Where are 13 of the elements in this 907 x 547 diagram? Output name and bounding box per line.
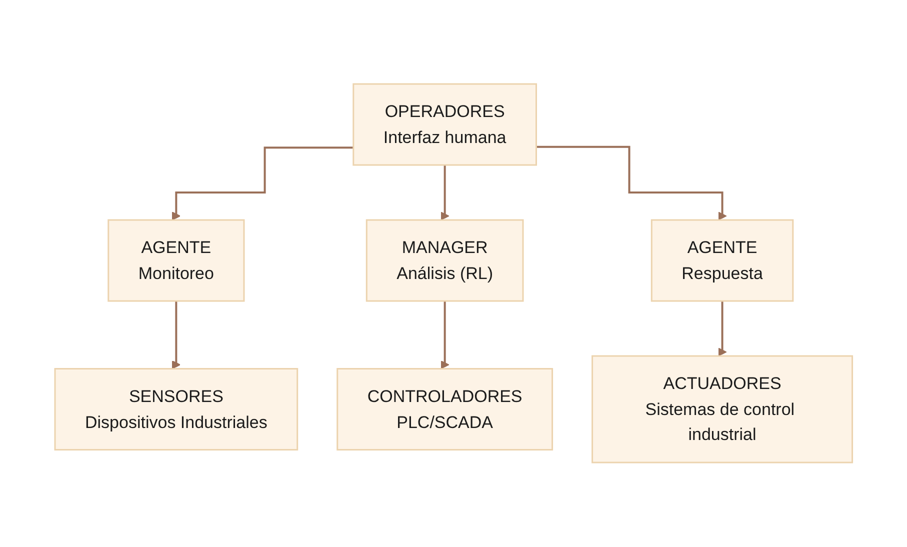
node-box: AGENTE Monitoreo [107, 220, 245, 302]
node-box: SENSORES Dispositivos Industriales [54, 368, 298, 451]
arrow [718, 300, 727, 357]
node-box: MANAGER Análisis (RL) [366, 220, 524, 302]
arrow [172, 146, 354, 221]
arrow [440, 164, 450, 221]
arrow [536, 146, 727, 221]
node-box: OPERADORES Interfaz humana [352, 84, 537, 166]
node-box: ACTUADORES Sistemas de control industrial [591, 356, 853, 464]
arrow [172, 300, 180, 370]
node-box: AGENTE Respuesta [650, 220, 794, 302]
node-box: CONTROLADORES PLC/SCADA [336, 368, 553, 451]
arrow [440, 300, 450, 370]
